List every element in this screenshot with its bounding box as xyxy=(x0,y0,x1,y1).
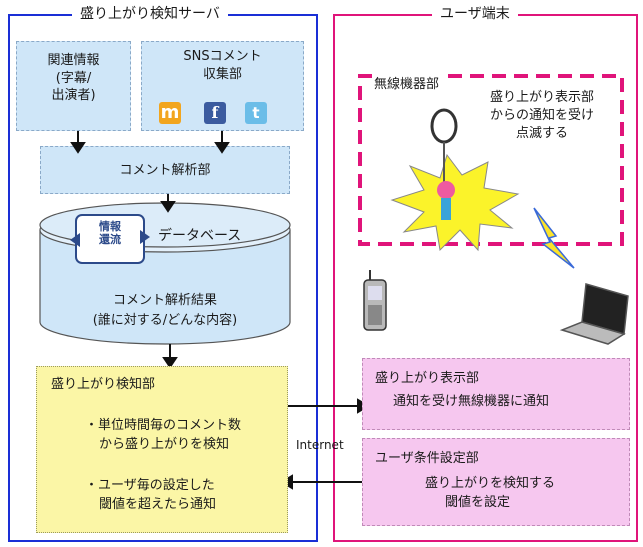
detector-title: 盛り上がり検知部 xyxy=(51,377,156,392)
lightning-icon xyxy=(533,207,575,269)
info-circulation-icon-label: 情報還流 xyxy=(99,220,121,246)
wireless-device-box xyxy=(358,74,624,246)
mixi-icon: m xyxy=(159,102,181,124)
blink-note-l1: 盛り上がり表示部 xyxy=(489,90,594,105)
detector-bullet1-l1: ・単位時間毎のコメント数 xyxy=(85,418,242,433)
keychain-device-icon xyxy=(390,108,520,252)
excitement-display-box: 盛り上がり表示部 通知を受け無線機器に通知 xyxy=(362,358,630,430)
analysis-result-sub: (誰に対する/どんな内容) xyxy=(92,312,238,328)
related-info-sub2: 出演者) xyxy=(51,88,96,104)
detector-bullet2-l2: 閾値を超えたら通知 xyxy=(99,497,217,512)
condition-l1: 盛り上がりを検知する xyxy=(425,476,556,491)
related-info-box: 関連情報 (字幕/ 出演者) xyxy=(16,41,131,131)
detector-bullet2-l1: ・ユーザ毎の設定した xyxy=(85,478,215,493)
comment-analysis-label: コメント解析部 xyxy=(119,163,211,178)
display-desc: 通知を受け無線機器に通知 xyxy=(393,394,550,409)
database-label: データベース xyxy=(158,228,242,244)
display-title: 盛り上がり表示部 xyxy=(375,371,480,386)
laptop-icon xyxy=(559,283,629,345)
comment-analysis-box: コメント解析部 xyxy=(40,146,290,194)
analysis-result-title: コメント解析結果 xyxy=(112,293,217,308)
blink-note-l2: からの通知を受け xyxy=(489,108,594,124)
sns-sub: 収集部 xyxy=(202,66,242,82)
mobile-phone-icon xyxy=(363,270,387,331)
condition-l2: 閾値を設定 xyxy=(445,495,511,510)
user-condition-box: ユーザ条件設定部 盛り上がりを検知する 閾値を設定 xyxy=(362,438,630,526)
terminal-title: ユーザ端末 xyxy=(432,3,518,23)
detector-bullet1-l2: から盛り上がりを検知 xyxy=(99,437,230,452)
twitter-icon: t xyxy=(245,102,267,124)
server-title: 盛り上がり検知サーバ xyxy=(72,3,228,23)
blink-note-l3: 点滅する xyxy=(515,126,568,142)
analysis-result: コメント解析結果 (誰に対する/どんな内容) xyxy=(40,291,290,330)
internet-label: Internet xyxy=(296,438,344,452)
internet-arrows xyxy=(280,398,370,490)
condition-title: ユーザ条件設定部 xyxy=(375,451,479,466)
related-info-title: 関連情報 xyxy=(47,53,100,68)
server-arrows xyxy=(70,131,230,369)
facebook-icon: f xyxy=(204,102,226,124)
excitement-detector-box: 盛り上がり検知部 ・単位時間毎のコメント数 から盛り上がりを検知 ・ユーザ毎の設… xyxy=(36,366,288,533)
sns-title: SNSコメント xyxy=(183,49,262,64)
related-info-sub1: (字幕/ xyxy=(55,70,92,86)
info-circulation-icon xyxy=(70,214,150,264)
wireless-label: 無線機器部 xyxy=(372,73,442,92)
blink-note: 盛り上がり表示部 からの通知を受け 点滅する xyxy=(480,89,604,144)
